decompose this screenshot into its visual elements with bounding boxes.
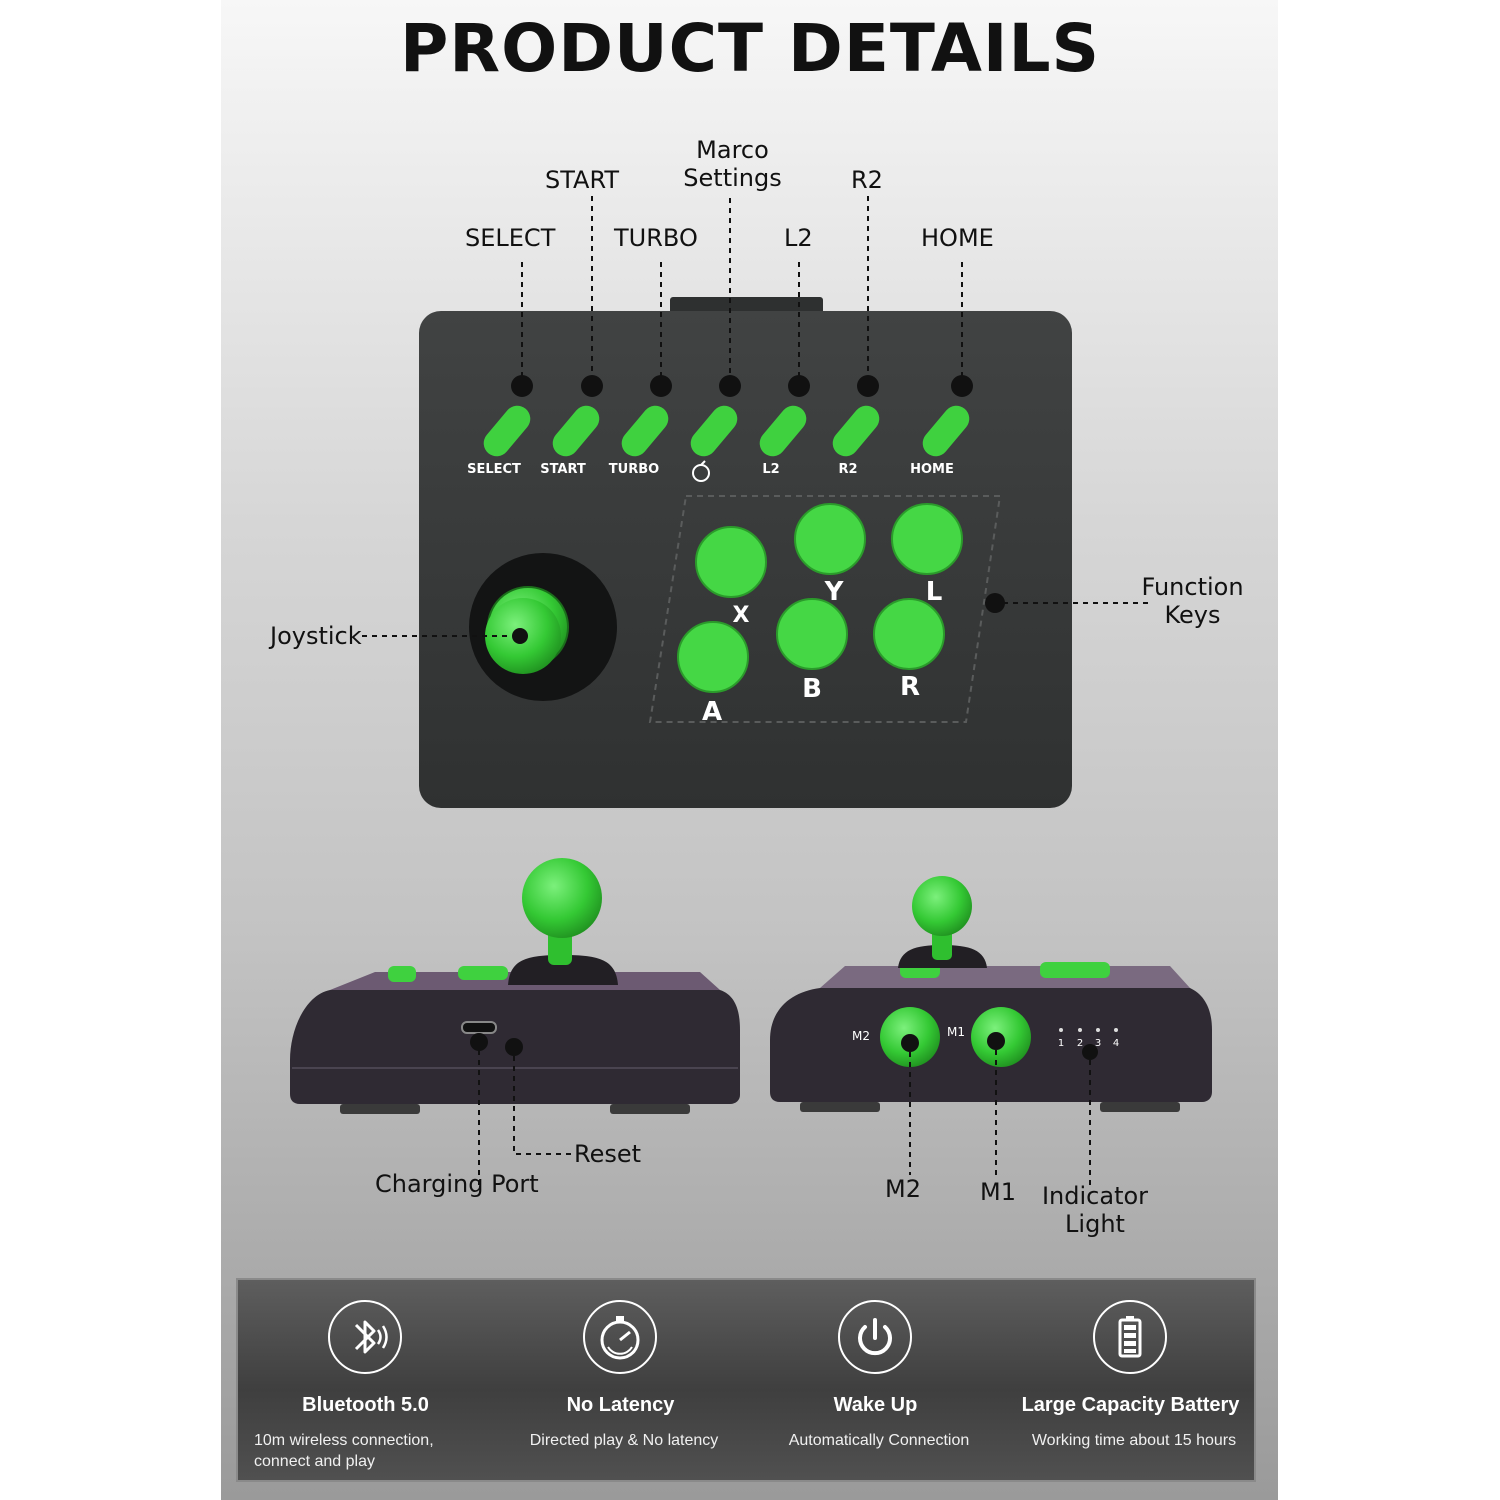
feature-latency: No Latency Directed play & No latency: [493, 1280, 748, 1480]
feature-desc: Working time about 15 hours: [1031, 1432, 1237, 1449]
callout-m2: M2: [885, 1175, 921, 1203]
feature-title: No Latency: [566, 1394, 675, 1416]
callout-reset: Reset: [574, 1140, 642, 1168]
callout-l2: L2: [784, 224, 813, 252]
page-title: PRODUCT DETAILS: [399, 10, 1101, 87]
bluetooth-icon: [328, 1300, 402, 1374]
feature-title: Bluetooth 5.0: [302, 1394, 429, 1416]
speed-dial-icon: [583, 1300, 657, 1374]
printed-label-m2: M2: [852, 1029, 870, 1043]
printed-label-m1: M1: [947, 1025, 965, 1039]
printed-label-l2: L2: [762, 462, 779, 477]
power-icon: [838, 1300, 912, 1374]
printed-label-select: SELECT: [467, 462, 521, 477]
callout-r2: R2: [851, 166, 883, 194]
macro-icon: [692, 460, 710, 482]
controller-side-view-right: M2 M1 1 2 3 4: [770, 876, 1212, 1112]
callout-turbo: TURBO: [614, 224, 698, 252]
feature-desc: Directed play & No latency: [529, 1432, 719, 1449]
feature-desc: Automatically Connection: [788, 1432, 970, 1449]
key-label-a: A: [702, 697, 722, 727]
callout-indicator-light: Indicator Light: [1041, 1182, 1149, 1238]
key-label-r: R: [900, 672, 920, 702]
printed-label-turbo: TURBO: [609, 462, 659, 477]
feature-bar: Bluetooth 5.0 10m wireless connection, c…: [236, 1278, 1256, 1482]
led-label-4: 4: [1113, 1038, 1119, 1049]
bottom-leader-lines: [478, 1050, 1091, 1185]
led-label-1: 1: [1058, 1038, 1064, 1049]
callout-function-keys: Function Keys: [1141, 573, 1244, 629]
printed-label-home: HOME: [910, 462, 954, 477]
feature-title: Wake Up: [833, 1394, 918, 1416]
callout-macro-settings: Marco Settings: [683, 136, 782, 192]
callout-select: SELECT: [465, 224, 556, 252]
key-label-l: L: [926, 577, 943, 607]
top-leader-lines: [362, 196, 1150, 637]
led-label-3: 3: [1095, 1038, 1101, 1049]
callout-m1: M1: [980, 1178, 1016, 1206]
printed-label-r2: R2: [838, 462, 857, 477]
feature-bluetooth: Bluetooth 5.0 10m wireless connection, c…: [238, 1280, 493, 1480]
callout-charging-port: Charging Port: [375, 1170, 539, 1198]
key-label-b: B: [802, 674, 822, 704]
key-label-y: Y: [824, 577, 845, 607]
printed-label-start: START: [540, 462, 586, 477]
feature-wake-up: Wake Up Automatically Connection: [748, 1280, 1003, 1480]
feature-title: Large Capacity Battery: [1021, 1394, 1240, 1416]
callout-start: START: [545, 166, 620, 194]
battery-icon: [1093, 1300, 1167, 1374]
callout-joystick: Joystick: [270, 622, 362, 650]
callout-home: HOME: [921, 224, 994, 252]
feature-desc: 10m wireless connection, connect and pla…: [254, 1432, 434, 1470]
key-label-x: X: [733, 603, 750, 628]
feature-battery: Large Capacity Battery Working time abou…: [1003, 1280, 1258, 1480]
led-label-2: 2: [1077, 1038, 1083, 1049]
controller-top-view: SELECT START TURBO L2 R2 HOME X Y L A: [419, 297, 1072, 808]
controller-side-view-left: [290, 858, 740, 1114]
